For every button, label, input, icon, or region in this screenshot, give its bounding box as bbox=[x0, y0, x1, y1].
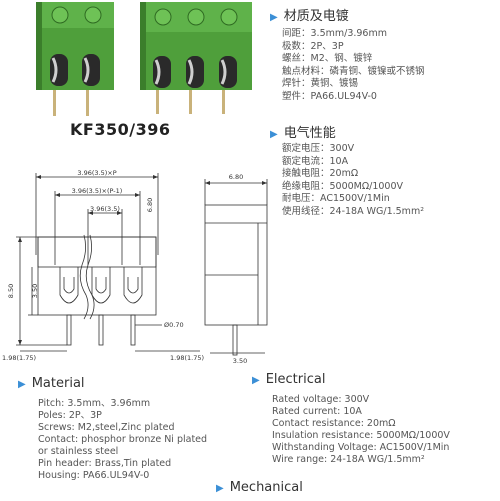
material-zh-line: 间距：3.5mm/3.96mm bbox=[282, 28, 387, 39]
dim-side-width: 6.80 bbox=[229, 173, 243, 181]
material-zh-heading: ▶ 材质及电镀 bbox=[270, 5, 349, 24]
electrical-zh-line: 耐电压：AC1500V/1Min bbox=[282, 193, 390, 205]
triangle-bullet-icon: ▶ bbox=[252, 375, 260, 386]
electrical-zh-heading: ▶ 电气性能 bbox=[270, 122, 336, 141]
material-en-line: Pitch: 3.5mm、3.96mm bbox=[38, 398, 151, 409]
dim-pitch-p: 3.96(3.5)×P bbox=[77, 169, 116, 177]
electrical-en-line: Rated voltage: 300V bbox=[272, 394, 370, 405]
material-en-line: Housing: PA66.UL94V-0 bbox=[38, 470, 150, 481]
triangle-bullet-icon: ▶ bbox=[270, 129, 278, 140]
material-en-list: Pitch: 3.5mm、3.96mm Poles: 2P、3P Screws:… bbox=[38, 398, 207, 482]
material-zh-line: 塑件：PA66.UL94V-0 bbox=[282, 90, 377, 102]
material-zh-list: 间距：3.5mm/3.96mm 极数：2P、3P 螺丝：M2、钢、镀锌 触点材料… bbox=[282, 28, 425, 104]
electrical-zh-line: 额定电压：300V bbox=[282, 143, 355, 154]
electrical-zh-list: 额定电压：300V 额定电流：10A 接触电阻：20mΩ 绝缘电阻：5000MΩ… bbox=[282, 143, 424, 219]
triangle-bullet-icon: ▶ bbox=[18, 379, 26, 390]
dim-total-height: 8.50 bbox=[7, 284, 15, 298]
electrical-zh-line: 绝缘电阻：5000MΩ/1000V bbox=[282, 180, 404, 192]
electrical-en-heading: ▶ Electrical bbox=[252, 372, 325, 387]
electrical-en-line: Wire range: 24-18A WG/1.5mm² bbox=[272, 454, 425, 465]
model-number: KF350/396 bbox=[70, 120, 171, 139]
electrical-zh-line: 接触电阻：20mΩ bbox=[282, 168, 359, 180]
material-en-line: Contact: phosphor bronze Ni plated bbox=[38, 434, 208, 445]
dim-pin: 3.50 bbox=[31, 284, 39, 298]
material-zh-line: 触点材料：磷青铜、镀镍或不锈钢 bbox=[282, 65, 425, 77]
material-en-title: Material bbox=[31, 376, 85, 391]
mechanical-en-title: Mechanical bbox=[229, 480, 303, 495]
electrical-zh-title: 电气性能 bbox=[283, 126, 336, 141]
electrical-en-line: Contact resistance: 20mΩ bbox=[272, 418, 396, 429]
electrical-en-line: Rated current: 10A bbox=[272, 406, 362, 417]
material-en-line: or stainless steel bbox=[38, 446, 119, 457]
material-en-line: Poles: 2P、3P bbox=[38, 410, 102, 421]
material-en-line: Screws: M2,steel,Zinc plated bbox=[38, 422, 175, 433]
dim-pin-dia: Ø0.70 bbox=[164, 321, 184, 329]
material-zh-line: 焊针：黄铜、镀锡 bbox=[282, 78, 359, 90]
material-en-heading: ▶ Material bbox=[18, 376, 85, 391]
product-photo bbox=[36, 2, 252, 116]
material-zh-title: 材质及电镀 bbox=[283, 9, 349, 24]
electrical-en-line: Insulation resistance: 5000MΩ/1000V bbox=[272, 430, 450, 441]
dim-edge-right: 1.98(1.75) bbox=[170, 354, 204, 362]
dim-height: 6.80 bbox=[146, 198, 154, 212]
mechanical-en-heading: ▶ Mechanical bbox=[216, 480, 303, 495]
electrical-en-list: Rated voltage: 300V Rated current: 10A C… bbox=[272, 394, 450, 466]
material-zh-line: 极数：2P、3P bbox=[282, 40, 344, 52]
material-en-line: Pin header: Brass,Tin plated bbox=[38, 458, 172, 469]
material-zh-line: 螺丝：M2、钢、镀锌 bbox=[282, 53, 373, 65]
triangle-bullet-icon: ▶ bbox=[270, 12, 278, 23]
terminal-block-2p bbox=[36, 2, 114, 116]
dim-side-pin: 3.50 bbox=[233, 357, 247, 365]
technical-drawing: 3.96(3.5)×P 3.96(3.5)×(P-1) 3.96(3.5) 6.… bbox=[2, 169, 268, 365]
dim-edge-left: 1.98(1.75) bbox=[2, 354, 36, 362]
electrical-en-line: Withstanding Voltage: AC1500V/1Min bbox=[272, 442, 450, 453]
electrical-zh-line: 额定电流：10A bbox=[282, 155, 349, 167]
electrical-en-title: Electrical bbox=[265, 372, 326, 387]
dim-pitch: 3.96(3.5) bbox=[90, 205, 120, 213]
dim-pitch-p1: 3.96(3.5)×(P-1) bbox=[72, 187, 123, 195]
triangle-bullet-icon: ▶ bbox=[216, 483, 224, 494]
terminal-block-3p bbox=[140, 2, 252, 114]
electrical-zh-line: 使用线径：24-18A WG/1.5mm² bbox=[282, 205, 425, 217]
